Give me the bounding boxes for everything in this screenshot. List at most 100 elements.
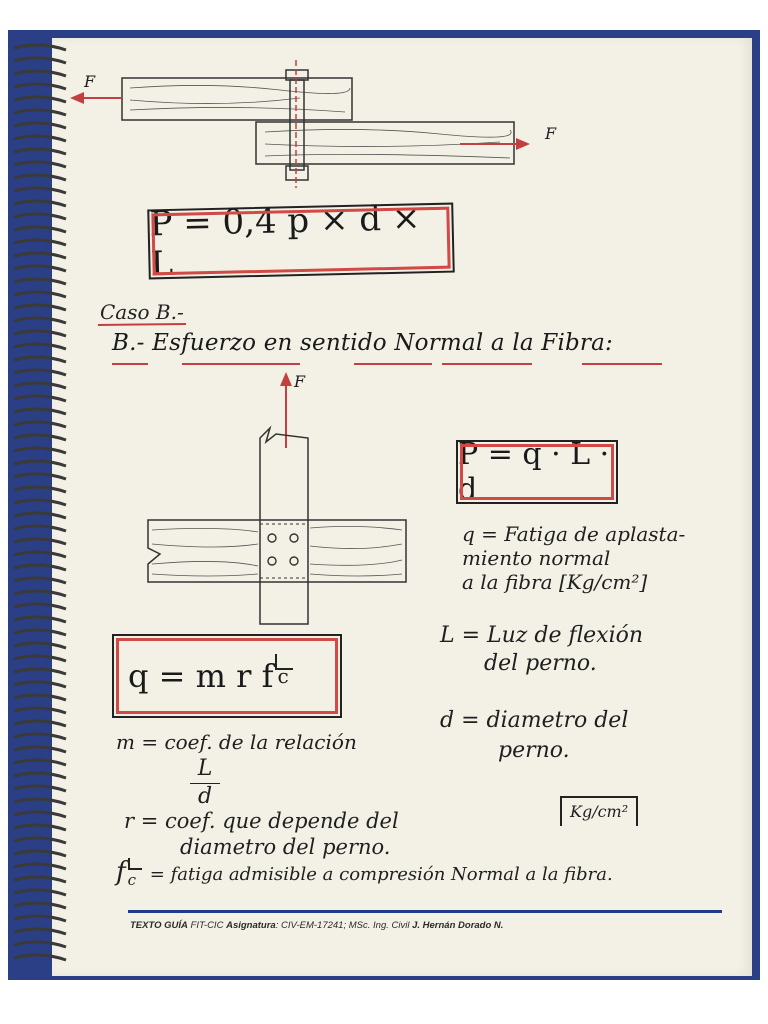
- fc-symbol: f: [116, 857, 126, 887]
- spiral-coil: [13, 186, 67, 195]
- spiral-coil: [13, 537, 67, 546]
- unit-box-text: Kg/cm²: [570, 802, 629, 821]
- d-definition: d = diametro del perno.: [440, 706, 628, 766]
- heading-underline: [112, 363, 662, 365]
- spiral-coil: [13, 225, 67, 234]
- spiral-coil: [13, 420, 67, 429]
- spiral-coil: [13, 69, 67, 78]
- spiral-coil: [13, 810, 67, 819]
- spiral-coil: [13, 121, 67, 130]
- spiral-coil: [13, 264, 67, 273]
- fc-text: = fatiga admisible a compresión Normal a…: [149, 864, 613, 885]
- spiral-coil: [13, 199, 67, 208]
- force-label-right: F: [545, 124, 557, 143]
- spiral-coil: [13, 82, 67, 91]
- q-line-2: miento normal: [462, 546, 611, 570]
- spiral-coil: [13, 589, 67, 598]
- force-label-top: F: [294, 372, 306, 391]
- spiral-coil: [13, 628, 67, 637]
- spiral-coil: [13, 251, 67, 260]
- L-line-2: del perno.: [484, 651, 597, 676]
- section-heading: B.- Esfuerzo en sentido Normal a la Fibr…: [112, 330, 613, 356]
- L-definition: L = Luz de flexión del perno.: [440, 622, 643, 678]
- q-definition: q = Fatiga de aplasta- miento normal a l…: [462, 522, 685, 594]
- footer-fit: FIT-CIC: [187, 920, 227, 931]
- spiral-coil: [13, 459, 67, 468]
- spiral-coil: [13, 472, 67, 481]
- spiral-coil: [13, 732, 67, 741]
- page-footer: TEXTO GUÍA FIT-CIC Asignatura: CIV-EM-17…: [130, 920, 503, 931]
- spiral-coil: [13, 212, 67, 221]
- spiral-coil: [13, 485, 67, 494]
- lap-joint-diagram: [70, 60, 522, 188]
- spiral-coil: [13, 95, 67, 104]
- footer-asignatura: Asignatura: [226, 920, 276, 931]
- spiral-coil: [13, 641, 67, 650]
- unit-box: Kg/cm²: [560, 796, 639, 826]
- spiral-coil: [13, 654, 67, 663]
- spiral-coil: [13, 797, 67, 806]
- spiral-coil: [13, 173, 67, 182]
- spiral-coil: [13, 511, 67, 520]
- d-line-2: perno.: [498, 738, 570, 763]
- spiral-coil: [13, 524, 67, 533]
- spiral-coil: [13, 433, 67, 442]
- formula-3-subscript: c: [277, 664, 289, 688]
- formula-1-text: P = 0,4 p × d × L: [149, 198, 421, 285]
- spiral-coil: [13, 160, 67, 169]
- spiral-coil: [13, 849, 67, 858]
- spiral-coil: [13, 862, 67, 871]
- formula-2-text: P = q · L · d: [458, 437, 610, 507]
- normal-fiber-diagram: [147, 372, 407, 625]
- formula-box-2: P = q · L · d: [456, 437, 618, 507]
- notebook-page: [52, 38, 752, 976]
- fc-perpendicular-symbol: [127, 858, 142, 870]
- formula-box-1: P = 0,4 p × d × L: [147, 198, 455, 284]
- spiral-coil: [13, 823, 67, 832]
- spiral-coil: [13, 355, 67, 364]
- spiral-coil: [13, 615, 67, 624]
- d-line-1: d = diametro del: [440, 708, 629, 733]
- spiral-coil: [13, 394, 67, 403]
- footer-texto-guia: TEXTO GUÍA: [130, 920, 188, 931]
- spiral-coil: [13, 901, 67, 910]
- spiral-coil: [13, 745, 67, 754]
- formula-3-text: q = m r f: [128, 657, 274, 695]
- spiral-coil: [13, 303, 67, 312]
- spiral-coil: [13, 771, 67, 780]
- case-title-underline: [98, 323, 187, 326]
- spiral-binding: [13, 43, 67, 962]
- footer-code: : CIV-EM-17241; MSc. Ing. Civil: [275, 920, 413, 931]
- spiral-coil: [13, 277, 67, 286]
- spiral-coil: [13, 680, 67, 689]
- spiral-coil: [13, 446, 67, 455]
- spiral-coil: [13, 368, 67, 377]
- spiral-coil: [13, 329, 67, 338]
- spiral-coil: [13, 914, 67, 923]
- fraction-bar: [190, 783, 220, 784]
- spiral-coil: [13, 381, 67, 390]
- fc-subscript: c: [127, 870, 137, 889]
- spiral-coil: [13, 147, 67, 156]
- footer-author: J. Hernán Dorado N.: [412, 920, 504, 931]
- fraction-denominator: d: [197, 784, 213, 809]
- spiral-coil: [13, 888, 67, 897]
- spiral-coil: [13, 290, 67, 299]
- spiral-coil: [13, 875, 67, 884]
- r-definition: r = coef. que depende del diametro del p…: [124, 808, 399, 860]
- right-force-arrow: [460, 138, 530, 150]
- spiral-coil: [13, 550, 67, 559]
- spiral-coil: [13, 602, 67, 611]
- r-line-2: diametro del perno.: [180, 835, 391, 859]
- spiral-coil: [13, 667, 67, 676]
- spiral-coil: [13, 693, 67, 702]
- spiral-coil: [13, 316, 67, 325]
- spiral-coil: [13, 784, 67, 793]
- q-line-3: a la fibra [Kg/cm²]: [462, 570, 648, 594]
- spiral-coil: [13, 758, 67, 767]
- spiral-coil: [13, 56, 67, 65]
- spiral-coil: [13, 927, 67, 936]
- spiral-coil: [13, 134, 67, 143]
